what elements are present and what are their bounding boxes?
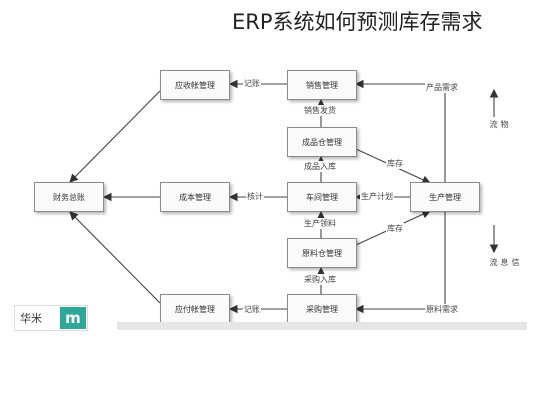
bookkeeping-top-label: 记账 xyxy=(243,78,261,89)
logo-text: 华米 xyxy=(20,312,42,325)
production-box: 生产管理 xyxy=(410,182,480,212)
information-flow-label: 信息流 xyxy=(489,258,520,267)
logistics-label: 物流 xyxy=(489,120,509,129)
logo-m-icon: m xyxy=(60,307,86,329)
sales-shipping-label: 销售发货 xyxy=(303,105,337,116)
sales-box: 销售管理 xyxy=(287,70,357,100)
workshop-box: 车间管理 xyxy=(287,182,357,212)
bookkeeping-bottom-label: 记账 xyxy=(243,304,261,315)
finished-inventory-box: 成品仓管理 xyxy=(287,127,357,157)
material-inventory-box: 原料仓管理 xyxy=(287,238,357,268)
accounts-payable-box: 应付帐管理 xyxy=(160,294,230,324)
cost-box: 成本管理 xyxy=(160,182,230,212)
ap-to-finance-arrow xyxy=(69,211,161,304)
accounting-label: 核计 xyxy=(246,191,264,202)
material-demand-label: 原料需求 xyxy=(425,304,459,315)
site-logo: 华米 m xyxy=(14,305,88,331)
bottom-band xyxy=(117,322,527,330)
ar-to-finance-arrow xyxy=(69,90,161,183)
finance-box: 财务总账 xyxy=(34,182,104,212)
finished-inbound-label: 成品入库 xyxy=(303,161,337,172)
accounts-receivable-box: 应收帐管理 xyxy=(160,70,230,100)
inventory-bottom-label: 库存 xyxy=(386,223,404,234)
production-picking-label: 生产领料 xyxy=(303,218,337,229)
inventory-top-label: 库存 xyxy=(386,158,404,169)
purchasing-box: 采购管理 xyxy=(287,294,357,324)
purchase-inbound-label: 采购入库 xyxy=(303,274,337,285)
product-demand-label: 产品需求 xyxy=(425,82,459,93)
page-title: ERP系统如何预测库存需求 xyxy=(232,10,483,34)
production-plan-label: 生产计划 xyxy=(360,191,394,202)
